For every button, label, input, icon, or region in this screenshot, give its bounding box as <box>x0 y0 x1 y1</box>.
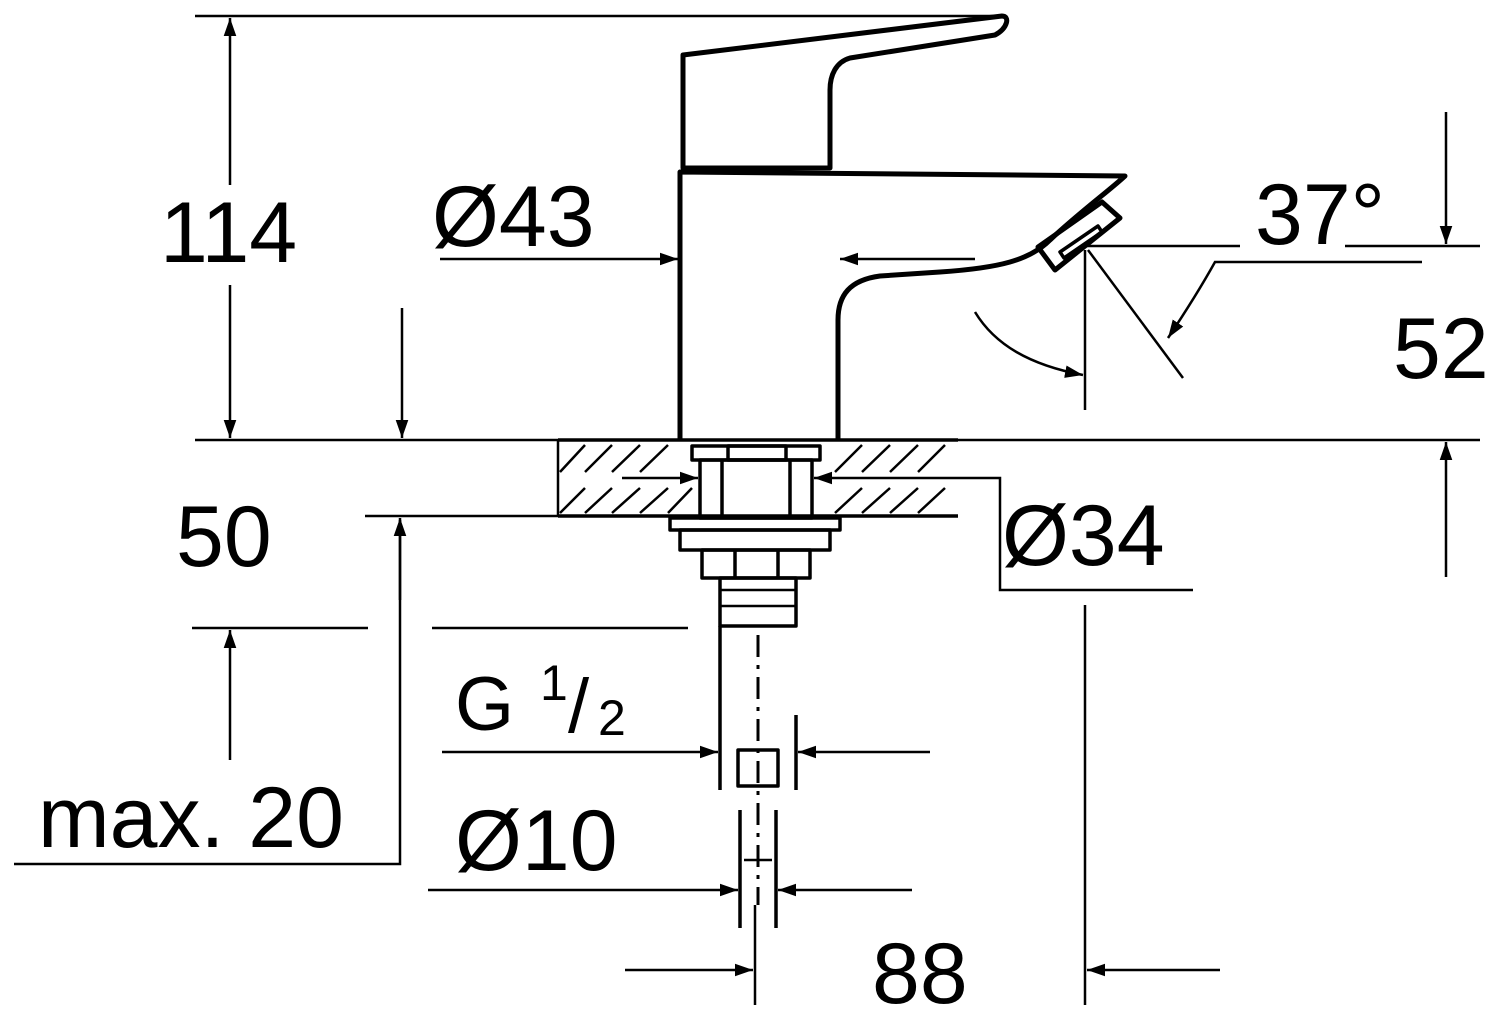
dim-52-label: 52 <box>1393 301 1489 397</box>
dim-thread-slash: / <box>568 664 590 749</box>
mounting-assembly <box>668 444 842 628</box>
angle-arc-right <box>1166 260 1422 339</box>
dim-88-label: 88 <box>872 926 968 1021</box>
dim-o43-label: Ø43 <box>432 169 595 265</box>
dim-o34-label: Ø34 <box>1002 488 1165 584</box>
faucet-body <box>677 169 1128 440</box>
dim-max20-leader <box>14 520 402 866</box>
angle-arc-left <box>973 311 1084 378</box>
dim-max20-label: max. 20 <box>38 770 344 866</box>
aerator-detail <box>1058 224 1104 260</box>
dim-o34-leader <box>890 476 1193 592</box>
hose-fitting <box>736 748 780 788</box>
angle-inclined-line <box>1086 249 1185 379</box>
dim-thread-den: 2 <box>598 690 626 746</box>
dim-50-label: 50 <box>176 489 272 585</box>
faucet-lever <box>680 13 1010 171</box>
spout-aerator <box>1035 199 1123 273</box>
dim-o10-label: Ø10 <box>455 793 618 889</box>
dim-thread-num: 1 <box>540 655 568 711</box>
dim-thread-prefix: G <box>455 662 514 747</box>
deck-section <box>556 438 958 518</box>
dim-angle-label: 37° <box>1255 167 1385 263</box>
dim-114-label: 114 <box>160 185 297 281</box>
